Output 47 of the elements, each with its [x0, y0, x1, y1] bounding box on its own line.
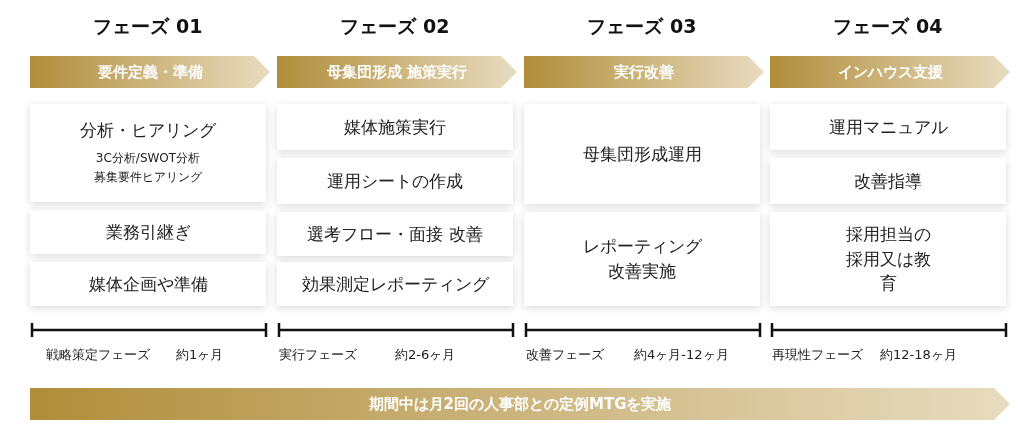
card-title: 媒体企画や準備	[88, 272, 208, 296]
phase-heading: フェーズ 02	[339, 14, 451, 39]
task-card	[277, 104, 513, 150]
card-title: 分析・ヒアリング	[80, 119, 216, 143]
card-description: 3C分析/SWOT分析募集要件ヒアリング	[93, 150, 203, 187]
duration-label: 約2-6ヶ月	[395, 346, 456, 364]
card-title: 母集団形成運用	[582, 142, 702, 166]
card-title: 選考フロー・面接 改善	[307, 222, 483, 246]
card-title: 改善指導	[854, 169, 922, 193]
task-card	[770, 104, 1006, 150]
card-title: 効果測定レポーティング	[301, 272, 489, 296]
banner-title: 期間中は月2回の人事部との定例MTGを実施	[368, 394, 672, 414]
card-title: 媒体施策実行	[344, 115, 446, 139]
task-card	[30, 262, 266, 306]
phase-heading: フェーズ 04	[832, 14, 944, 39]
banner-title: インハウス支援	[837, 62, 943, 82]
task-card	[30, 104, 266, 202]
banner-title: 母集団形成 施策実行	[326, 62, 468, 82]
duration-label: 約1ヶ月	[176, 346, 224, 364]
phase-arrow-banner	[524, 56, 764, 88]
task-card	[277, 262, 513, 306]
card-title: 運用マニュアル	[828, 115, 948, 139]
task-card	[30, 210, 266, 254]
phase-arrow-banner	[770, 56, 1010, 88]
phase-name: 再現性フェーズ	[772, 346, 863, 364]
phase-name: 改善フェーズ	[526, 346, 604, 364]
card-title: 業務引継ぎ	[105, 220, 191, 244]
phase-name: 戦略策定フェーズ	[46, 346, 150, 364]
banner-title: 要件定義・準備	[97, 62, 203, 82]
duration-label: 約4ヶ月-12ヶ月	[634, 346, 729, 364]
task-card	[770, 212, 1006, 306]
card-title: 運用シートの作成	[327, 169, 463, 193]
phase-arrow-banner	[277, 56, 517, 88]
task-card	[770, 158, 1006, 204]
task-card	[277, 158, 513, 204]
card-title: 採用担当の採用又は教育	[844, 223, 932, 296]
banner-title: 実行改善	[614, 62, 674, 82]
phase-heading: フェーズ 03	[586, 14, 698, 39]
phase-heading: フェーズ 01	[92, 14, 204, 39]
card-title: レポーティング改善実施	[581, 235, 703, 283]
task-card	[524, 104, 760, 204]
task-card	[524, 212, 760, 306]
duration-label: 約12-18ヶ月	[880, 346, 957, 364]
task-card	[277, 212, 513, 256]
phase-arrow-banner	[30, 56, 270, 88]
phase-name: 実行フェーズ	[279, 346, 357, 364]
banner	[30, 388, 1010, 420]
